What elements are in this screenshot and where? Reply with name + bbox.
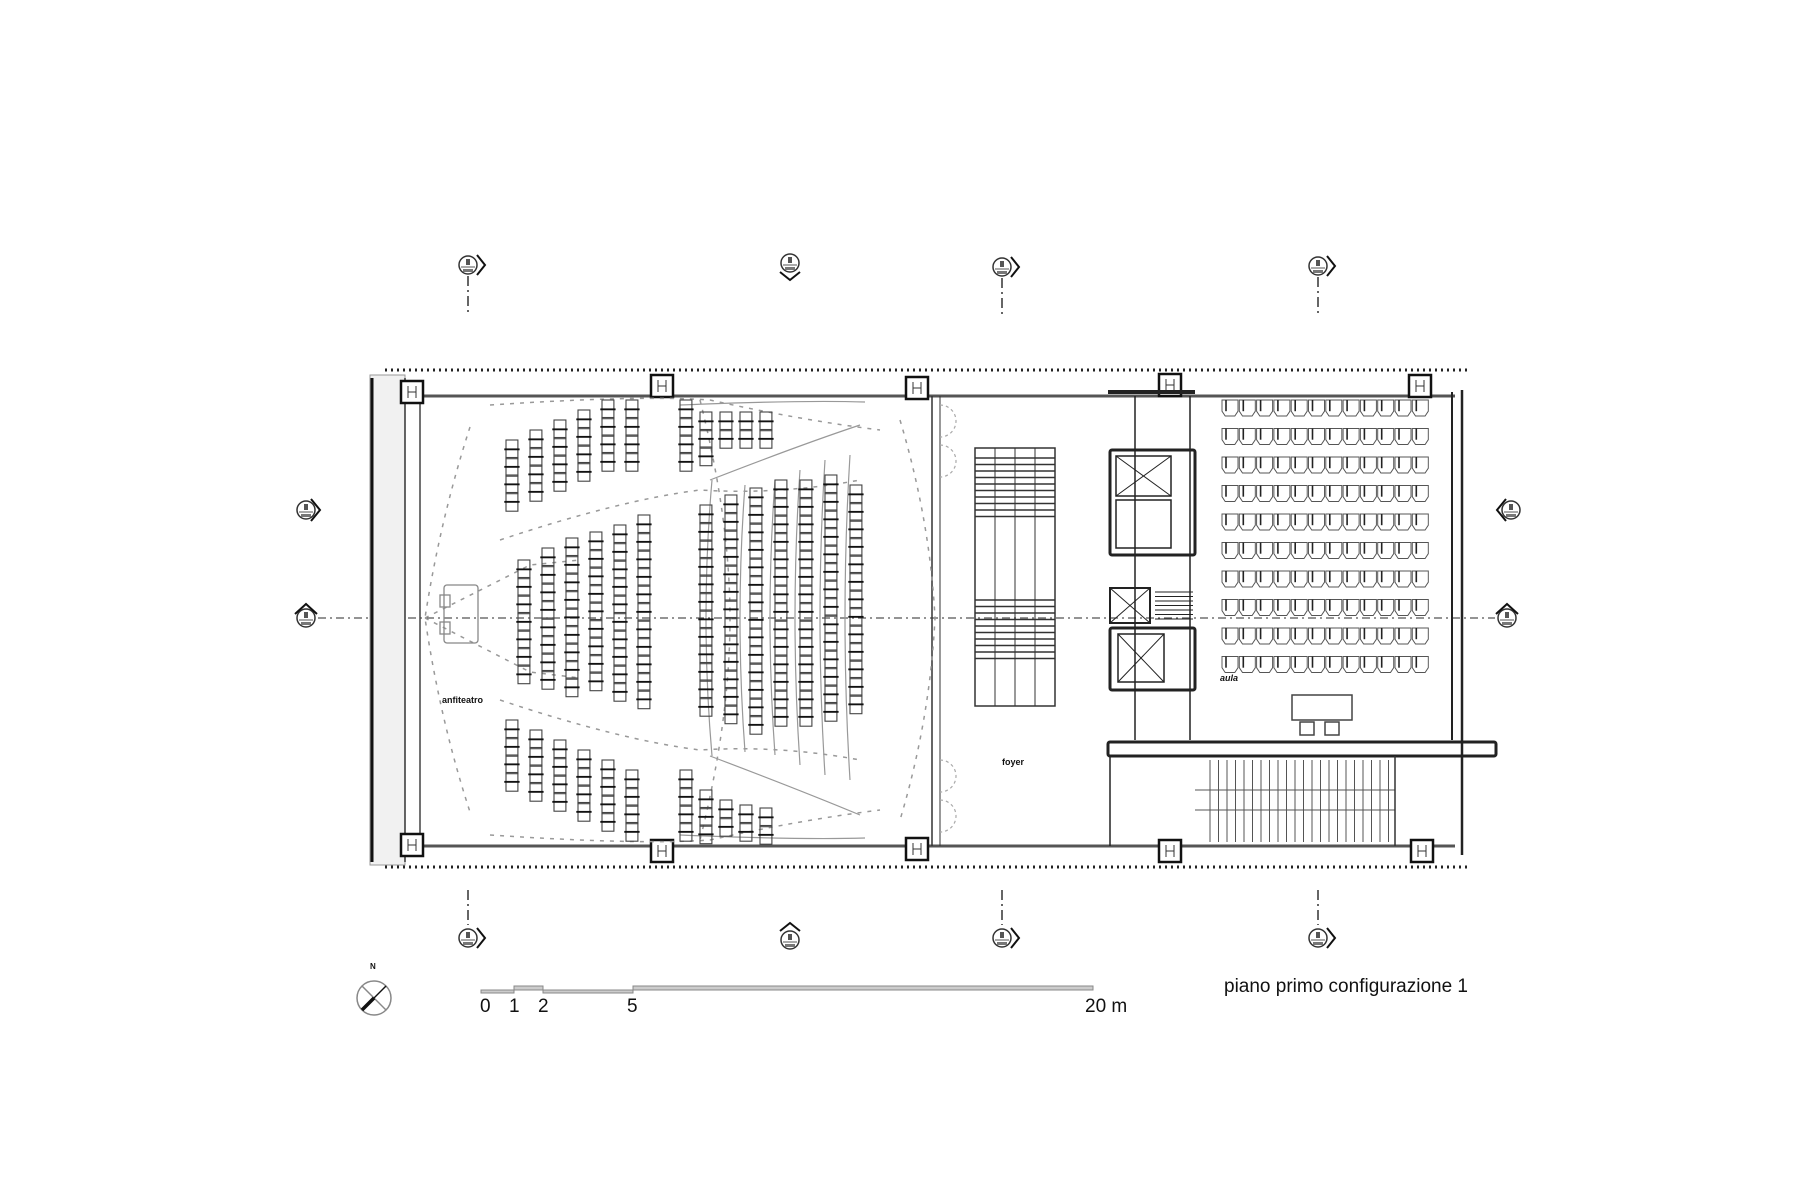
room-label-amphitheatre: anfiteatro: [442, 695, 484, 705]
building-outline: [369, 368, 1467, 869]
section-marker-icon: [1308, 255, 1337, 315]
foyer-doors: [939, 404, 957, 833]
amphitheatre-tiers: [679, 400, 866, 840]
scale-tick-1: 1: [509, 996, 520, 1017]
scale-tick-0: 0: [480, 996, 491, 1017]
section-marker-icon: [992, 256, 1021, 315]
grid-markers-right: [1495, 498, 1521, 628]
room-label-classroom: aula: [1220, 673, 1238, 683]
section-markers-top: [458, 253, 1337, 315]
section-marker-icon: [779, 921, 801, 950]
section-markers-bottom: [458, 890, 1337, 950]
classroom-seats: [1221, 399, 1430, 674]
section-marker-icon: [992, 890, 1021, 949]
north-label: N: [370, 962, 376, 971]
lectern-table: [439, 584, 479, 644]
drawing-title: piano primo configurazione 1: [1224, 976, 1468, 997]
section-marker-icon: [296, 498, 322, 522]
north-arrow-icon: [356, 980, 392, 1016]
section-marker-icon: [458, 890, 487, 949]
foyer-staircase: [974, 447, 1056, 707]
section-marker-icon: [779, 253, 801, 282]
amphitheatre-sightlines: [424, 397, 936, 843]
section-marker-icon: [1308, 890, 1337, 949]
elevator-icon: [1117, 633, 1165, 683]
room-label-foyer: foyer: [1002, 757, 1025, 767]
section-marker-icon: [458, 254, 487, 315]
scale-bar: [480, 985, 1094, 994]
section-marker-icon: [1495, 498, 1521, 522]
grid-marker-icon: [294, 602, 318, 628]
scale-tick-5: 5: [627, 996, 638, 1017]
teacher-desk: [1291, 694, 1353, 736]
grid-marker-icon: [1495, 602, 1519, 628]
grid-markers-left: [294, 498, 322, 628]
scale-tick-20: 20 m: [1085, 996, 1128, 1017]
lower-staircase: [1195, 756, 1396, 846]
scale-tick-2: 2: [538, 996, 549, 1017]
amphitheatre-seats: [503, 399, 865, 846]
service-core: [1106, 390, 1498, 846]
elevator-icon: [1115, 455, 1172, 497]
